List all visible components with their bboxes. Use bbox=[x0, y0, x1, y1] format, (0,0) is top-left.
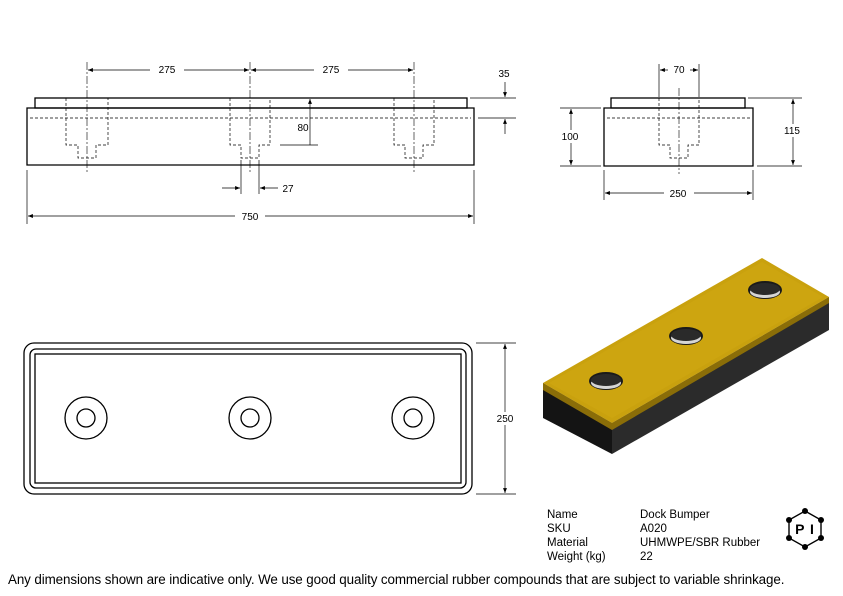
dim-hole-spacing-right: 275 bbox=[323, 65, 340, 76]
logo-lettering: P I bbox=[795, 521, 815, 537]
side-elevation-view: 70 100 115 250 bbox=[558, 63, 804, 200]
dim-plan-width: 250 bbox=[497, 414, 514, 425]
spec-table: Name Dock Bumper SKU A020 Material UHMWP… bbox=[547, 508, 760, 564]
spec-label: Name bbox=[547, 509, 578, 521]
dim-hole-width: 27 bbox=[282, 184, 294, 195]
iso-hole-1 bbox=[589, 372, 623, 390]
disclaimer-footer: Any dimensions shown are indicative only… bbox=[8, 572, 785, 587]
front-elevation-view: 275 275 35 80 27 750 bbox=[26, 62, 516, 224]
dim-total-length: 750 bbox=[242, 212, 259, 223]
spec-value: Dock Bumper bbox=[640, 509, 710, 521]
rubber-right-face bbox=[612, 297, 829, 454]
dim-side-body-height: 100 bbox=[562, 132, 579, 143]
plan-hole-middle bbox=[228, 396, 272, 440]
spec-value: UHMWPE/SBR Rubber bbox=[640, 537, 761, 549]
dim-side-total-height: 115 bbox=[784, 126, 800, 137]
spec-label: Material bbox=[547, 537, 588, 549]
plan-hole-right bbox=[391, 396, 435, 440]
plan-view: 250 bbox=[23, 342, 520, 495]
spec-row-material: Material UHMWPE/SBR Rubber bbox=[547, 536, 760, 550]
spec-label: Weight (kg) bbox=[547, 551, 606, 563]
iso-hole-2 bbox=[669, 327, 703, 345]
dim-side-total-width: 250 bbox=[670, 189, 687, 200]
plan-hole-left bbox=[64, 396, 108, 440]
dim-top-thickness: 35 bbox=[498, 69, 510, 80]
spec-value: A020 bbox=[640, 523, 667, 535]
iso-hole-3 bbox=[748, 281, 782, 299]
spec-row-sku: SKU A020 bbox=[547, 522, 760, 536]
dim-hole-depth: 80 bbox=[297, 123, 309, 134]
dim-hole-spacing-left: 275 bbox=[159, 65, 176, 76]
dim-side-hole-width: 70 bbox=[673, 65, 685, 76]
spec-row-weight: Weight (kg) 22 bbox=[547, 550, 760, 564]
spec-value: 22 bbox=[640, 551, 653, 563]
company-logo: P I bbox=[786, 508, 824, 550]
spec-label: SKU bbox=[547, 523, 571, 535]
rubber-front-face bbox=[543, 383, 612, 454]
isometric-render bbox=[543, 258, 829, 454]
spec-row-name: Name Dock Bumper bbox=[547, 508, 760, 522]
